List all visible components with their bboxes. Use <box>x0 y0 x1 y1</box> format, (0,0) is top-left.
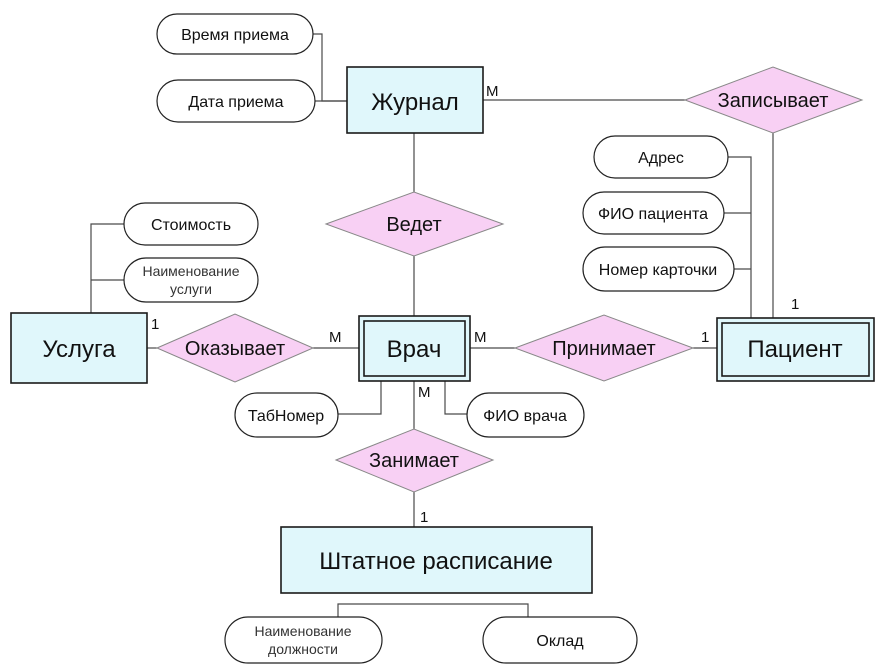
attribute-tab-number-label: ТабНомер <box>248 408 324 425</box>
connector-lines <box>90 33 774 617</box>
cardinality-staff-1: 1 <box>420 509 428 526</box>
entity-patient-label: Пациент <box>747 336 842 363</box>
relationship-writes[interactable]: Записывает <box>683 66 864 134</box>
attribute-reception-time-label: Время приема <box>181 27 289 44</box>
relationship-provides[interactable]: Оказывает <box>155 313 315 383</box>
attribute-position-name-line1: Наименование <box>254 623 351 639</box>
attribute-cost-label: Стоимость <box>151 217 231 234</box>
cardinality-journal-m: M <box>486 83 499 100</box>
relationship-receives-label: Принимает <box>552 338 655 360</box>
attribute-address[interactable]: Адрес <box>593 135 729 179</box>
line-cost <box>90 223 124 313</box>
entity-doctor[interactable]: Врач <box>358 315 471 382</box>
attribute-doctor-name-label: ФИО врача <box>483 408 567 425</box>
entity-staff-label: Штатное расписание <box>319 548 553 575</box>
line-tab-number <box>338 381 382 415</box>
attribute-reception-date-label: Дата приема <box>188 94 283 111</box>
line-reception-time <box>313 33 347 102</box>
attribute-service-name[interactable]: Наименование услуги <box>123 257 259 303</box>
relationship-provides-label: Оказывает <box>185 338 285 360</box>
cardinality-labels: M 1 1 M M 1 M 1 <box>151 83 799 526</box>
attribute-position-name-line2: должности <box>268 641 338 657</box>
line-doctor-name <box>444 381 467 415</box>
entity-patient[interactable]: Пациент <box>716 317 875 382</box>
line-staff-attrs <box>337 603 529 617</box>
attribute-position-name[interactable]: Наименование должности <box>224 616 383 664</box>
cardinality-patient-1-top: 1 <box>791 296 799 313</box>
cardinality-doctor-m-right: M <box>474 329 487 346</box>
relationship-occupies[interactable]: Занимает <box>334 428 495 493</box>
relationship-leads[interactable]: Ведет <box>324 191 505 257</box>
attribute-patient-name-label: ФИО пациента <box>598 206 708 223</box>
cardinality-doctor-m-bottom: M <box>418 384 431 401</box>
attribute-doctor-name[interactable]: ФИО врача <box>466 392 585 438</box>
attribute-address-label: Адрес <box>638 150 684 167</box>
attribute-cost[interactable]: Стоимость <box>123 202 259 246</box>
attribute-tab-number[interactable]: ТабНомер <box>234 392 339 438</box>
attribute-service-name-line2: услуги <box>170 281 212 297</box>
entity-doctor-label: Врач <box>387 336 442 363</box>
attribute-reception-date[interactable]: Дата приема <box>156 79 316 123</box>
entity-service-label: Услуга <box>42 336 116 363</box>
attribute-card-number[interactable]: Номер карточки <box>582 246 735 292</box>
entity-journal[interactable]: Журнал <box>346 66 484 134</box>
attribute-service-name-line1: Наименование <box>142 263 239 279</box>
line-address <box>728 156 752 318</box>
relationship-leads-label: Ведет <box>386 214 441 236</box>
cardinality-service-1: 1 <box>151 316 159 333</box>
entity-journal-label: Журнал <box>371 89 459 116</box>
relationship-occupies-label: Занимает <box>369 450 459 472</box>
attribute-reception-time[interactable]: Время приема <box>156 13 314 55</box>
entity-service[interactable]: Услуга <box>10 312 148 384</box>
attribute-card-number-label: Номер карточки <box>599 262 717 279</box>
relationship-writes-label: Записывает <box>718 90 829 112</box>
cardinality-doctor-m-left: M <box>329 329 342 346</box>
attribute-salary[interactable]: Оклад <box>482 616 638 664</box>
entity-staff[interactable]: Штатное расписание <box>280 526 593 594</box>
attribute-patient-name[interactable]: ФИО пациента <box>582 191 725 235</box>
cardinality-patient-1-left: 1 <box>701 329 709 346</box>
attribute-salary-label: Оклад <box>536 633 584 650</box>
relationship-receives[interactable]: Принимает <box>513 314 695 382</box>
